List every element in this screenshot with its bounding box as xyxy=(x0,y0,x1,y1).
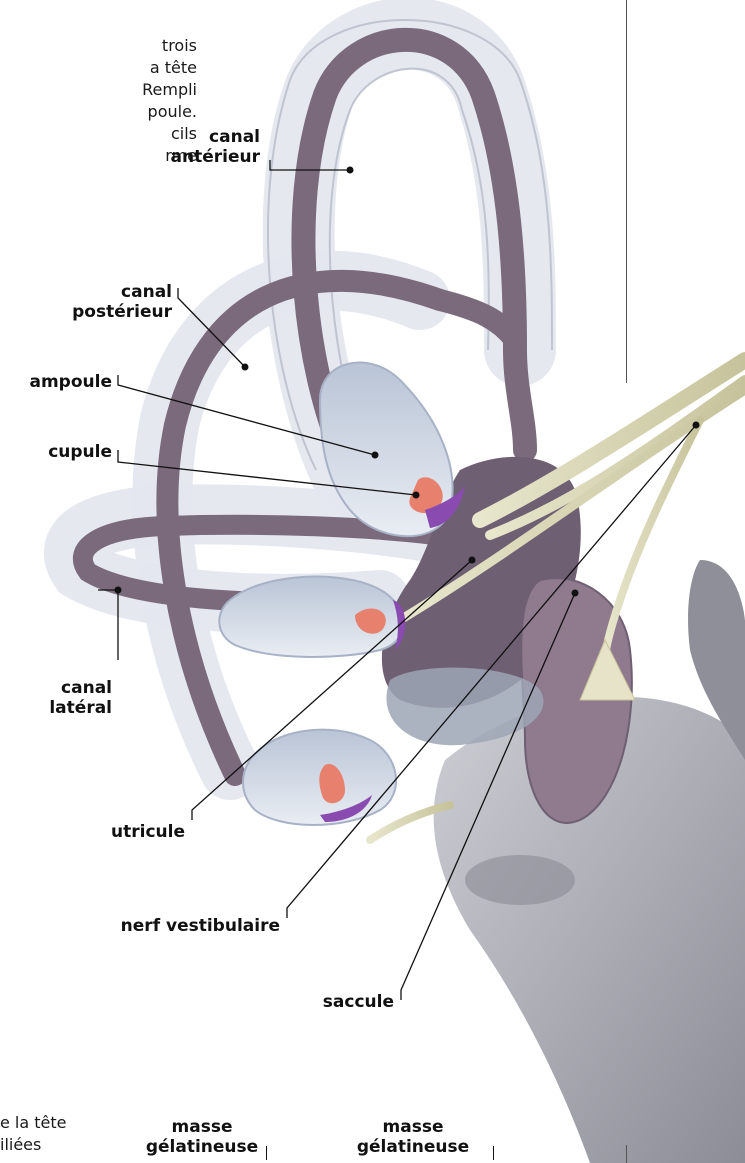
label-nerf-vestibulaire: nerf vestibulaire xyxy=(121,916,280,936)
label-line: canal xyxy=(72,282,172,302)
label-ampoule: ampoule xyxy=(30,372,113,392)
label-line: utricule xyxy=(111,822,185,842)
label-line: latéral xyxy=(49,698,112,718)
column-divider-bottom xyxy=(626,1145,627,1163)
label-line: nerf vestibulaire xyxy=(121,916,280,936)
label-line: canal xyxy=(49,678,112,698)
intro-line: a tête xyxy=(142,57,197,79)
label-line: saccule xyxy=(323,992,394,1012)
label-saccule: saccule xyxy=(323,992,394,1012)
label-tick xyxy=(266,1146,267,1160)
label-line: postérieur xyxy=(72,302,172,322)
label-line: antérieur xyxy=(171,147,260,167)
label-line: masse xyxy=(353,1117,473,1137)
label-masse-gelatineuse-2: masse gélatineuse xyxy=(353,1117,473,1157)
label-cupule: cupule xyxy=(48,442,112,462)
label-tick xyxy=(493,1146,494,1160)
intro-line: Rempli xyxy=(142,79,197,101)
intro-line: poule. xyxy=(142,101,197,123)
bottom-text: e la tête iliées xyxy=(0,1112,67,1156)
label-line: ampoule xyxy=(30,372,113,392)
intro-line: trois xyxy=(142,35,197,57)
bottom-line: e la tête xyxy=(0,1112,67,1134)
label-line: gélatineuse xyxy=(142,1137,262,1157)
bottom-line: iliées xyxy=(0,1134,67,1156)
label-line: cupule xyxy=(48,442,112,462)
label-utricule: utricule xyxy=(111,822,185,842)
label-line: masse xyxy=(142,1117,262,1137)
label-canal-anterieur: canal antérieur xyxy=(171,127,260,167)
label-masse-gelatineuse-1: masse gélatineuse xyxy=(142,1117,262,1157)
label-canal-lateral: canal latéral xyxy=(49,678,112,718)
column-divider-top xyxy=(626,0,627,383)
label-line: gélatineuse xyxy=(353,1137,473,1157)
label-canal-posterieur: canal postérieur xyxy=(72,282,172,322)
label-line: canal xyxy=(171,127,260,147)
